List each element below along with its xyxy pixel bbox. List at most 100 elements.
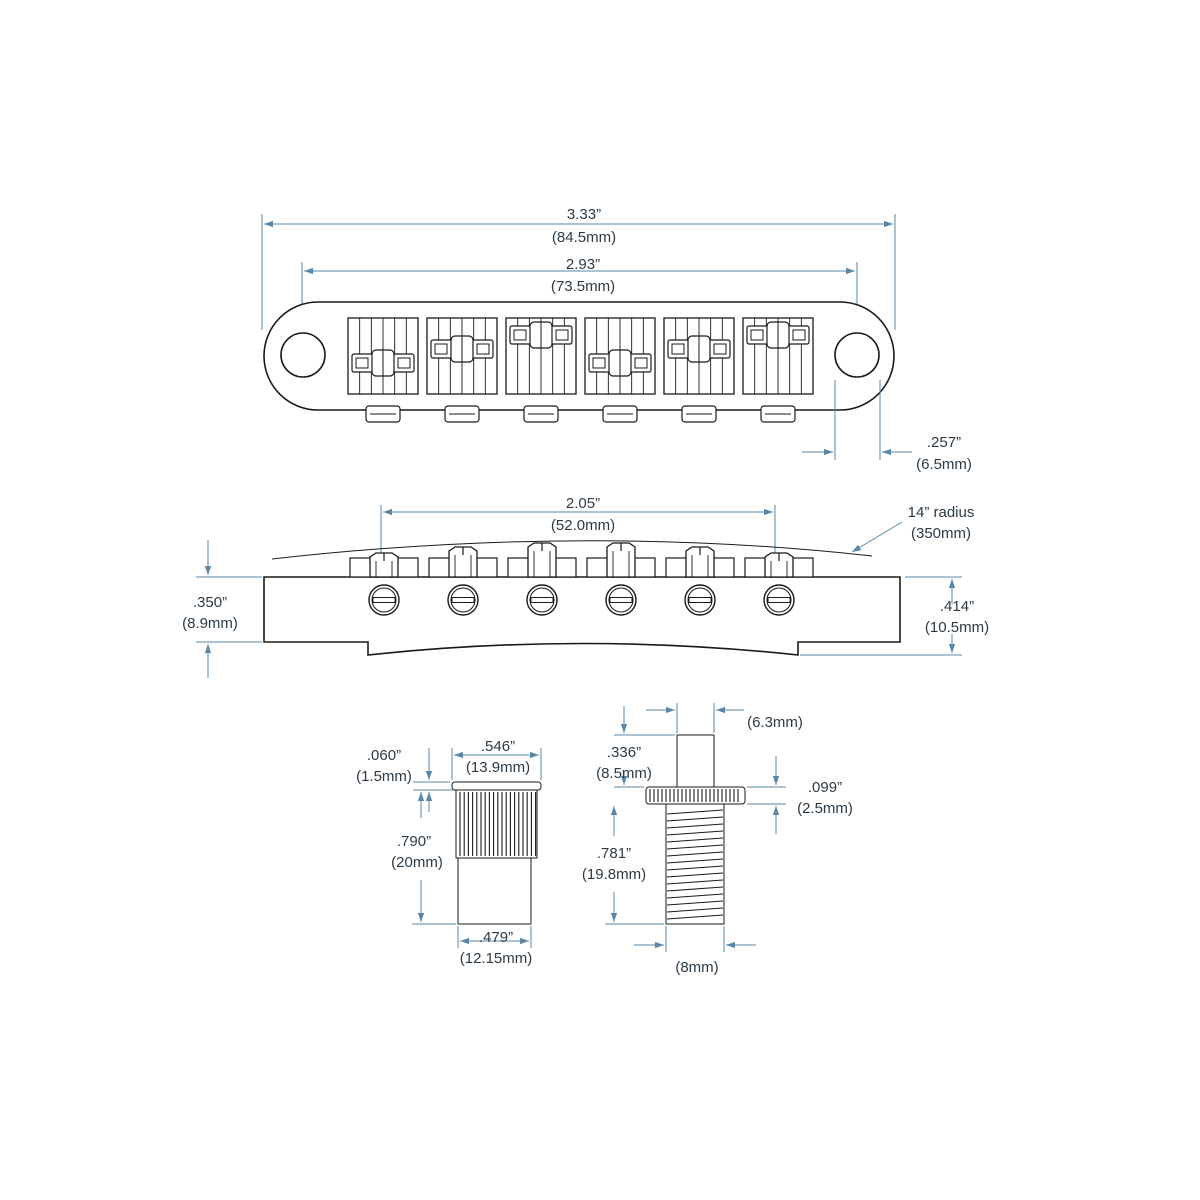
stud-thread-length-mm: (19.8mm) bbox=[582, 866, 646, 883]
string-spread-mm: (52.0mm) bbox=[551, 517, 615, 534]
front-saddle-crown bbox=[685, 546, 715, 578]
bushing-cap-dimension: .060” (1.5mm) bbox=[356, 747, 454, 812]
stud-top-height-inch: .336” bbox=[607, 744, 641, 761]
front-saddle-crown bbox=[369, 552, 399, 578]
bushing-head-inch: .546” bbox=[481, 738, 515, 755]
front-saddle-crown bbox=[448, 546, 478, 578]
stud-thread-length-dimension: .781” (19.8mm) bbox=[582, 806, 664, 925]
front-screw-slot bbox=[372, 597, 396, 603]
radius-leader bbox=[851, 521, 903, 553]
stud-top-dimension: (6.3mm) bbox=[646, 703, 803, 733]
thread-line bbox=[666, 837, 724, 843]
stud-thread-dia-mm: (8mm) bbox=[675, 959, 718, 976]
string-spread-inch: 2.05” bbox=[566, 495, 600, 512]
stud-top-height-dimension: .336” (8.5mm) bbox=[596, 706, 675, 788]
thread-line bbox=[666, 914, 724, 920]
bushing-knurl-hatch bbox=[459, 792, 537, 856]
bushing-shank-mm: (12.15mm) bbox=[460, 950, 533, 967]
bushing-length-mm: (20mm) bbox=[391, 854, 443, 871]
bridge-body-top bbox=[263, 301, 895, 411]
top-saddle bbox=[426, 317, 498, 423]
thread-line bbox=[666, 879, 724, 885]
string-spread-dimension: 2.05” (52.0mm) bbox=[380, 495, 776, 560]
front-saddle-crown bbox=[527, 542, 557, 578]
front-saddle bbox=[428, 546, 498, 616]
stud-top-height-mm: (8.5mm) bbox=[596, 765, 652, 782]
bushing-shank bbox=[457, 857, 532, 925]
thread-line bbox=[666, 844, 724, 850]
bushing-head-dimension: .546” (13.9mm) bbox=[451, 738, 542, 780]
bushing-shank-dimension: .479” (12.15mm) bbox=[457, 926, 533, 967]
radius-inch: 14” radius bbox=[908, 504, 975, 521]
top-saddle-tab-left bbox=[671, 343, 685, 355]
front-screw-slot bbox=[609, 597, 633, 603]
stud-flange-inch: .099” bbox=[808, 779, 842, 796]
radius-mm: (350mm) bbox=[911, 525, 971, 542]
front-saddle-crown bbox=[606, 542, 636, 578]
bridge-body-front bbox=[263, 576, 901, 656]
stud-thread bbox=[665, 803, 725, 925]
front-saddle bbox=[586, 542, 656, 616]
stud-thread-length-inch: .781” bbox=[597, 845, 631, 862]
thread-line bbox=[666, 872, 724, 878]
top-saddle-tab-right bbox=[476, 343, 490, 355]
top-saddle-tab-right bbox=[397, 357, 411, 369]
top-saddle-tab-right bbox=[634, 357, 648, 369]
thread-line bbox=[666, 830, 724, 836]
hole-diameter-inch: .257” bbox=[927, 434, 961, 451]
thread-line bbox=[666, 865, 724, 871]
top-saddle-tab-left bbox=[434, 343, 448, 355]
bushing-cap-mm: (1.5mm) bbox=[356, 768, 412, 785]
stud-top-post bbox=[676, 734, 715, 788]
post-spacing-mm: (73.5mm) bbox=[551, 278, 615, 295]
front-view: 2.05” (52.0mm) 14” radius (350mm) .350” … bbox=[182, 495, 989, 678]
thread-line bbox=[666, 851, 724, 857]
front-saddle bbox=[349, 552, 419, 616]
top-saddle-tab-left bbox=[750, 329, 764, 341]
left-post-hole bbox=[280, 332, 326, 378]
top-saddle bbox=[742, 317, 814, 423]
overall-length-inch: 3.33” bbox=[567, 206, 601, 223]
front-saddle bbox=[507, 542, 577, 616]
hole-diameter-dimension: .257” (6.5mm) bbox=[802, 380, 972, 473]
body-height-left-mm: (8.9mm) bbox=[182, 615, 238, 632]
bushing-head-mm: (13.9mm) bbox=[466, 759, 530, 776]
front-screw-slot bbox=[688, 597, 712, 603]
thread-line bbox=[666, 809, 724, 815]
top-saddle-tab-left bbox=[592, 357, 606, 369]
top-saddle-tab-left bbox=[355, 357, 369, 369]
stud-flange-dimension: .099” (2.5mm) bbox=[747, 756, 853, 834]
front-saddles bbox=[349, 542, 814, 616]
top-saddle bbox=[663, 317, 735, 423]
stud-flange-knurl bbox=[649, 789, 739, 802]
bushing-length-dimension: .790” (20mm) bbox=[391, 792, 456, 925]
stud-flange-mm: (2.5mm) bbox=[797, 800, 853, 817]
bushing-cap bbox=[451, 781, 542, 791]
bushing-view: .546” (13.9mm) .060” (1.5mm) .790” (20mm… bbox=[356, 738, 542, 967]
bushing-length-inch: .790” bbox=[397, 833, 431, 850]
thread-line bbox=[666, 816, 724, 822]
stud-view: (6.3mm) .336” (8.5mm) .099” (2.5mm) .781… bbox=[582, 703, 853, 976]
thread-line bbox=[666, 900, 724, 906]
front-saddle bbox=[665, 546, 735, 616]
overall-length-mm: (84.5mm) bbox=[552, 229, 616, 246]
body-height-right-inch: .414” bbox=[940, 598, 974, 615]
hole-diameter-mm: (6.5mm) bbox=[916, 456, 972, 473]
top-saddle-tab-left bbox=[513, 329, 527, 341]
thread-line bbox=[666, 893, 724, 899]
top-saddle-tab-right bbox=[555, 329, 569, 341]
overall-length-dimension: 3.33” (84.5mm) bbox=[261, 206, 896, 330]
top-view: 3.33” (84.5mm) 2.93” (73.5mm) .257” (6.5… bbox=[261, 206, 972, 473]
top-saddle bbox=[347, 317, 419, 423]
thread-line bbox=[666, 886, 724, 892]
body-height-right-dimension: .414” (10.5mm) bbox=[800, 576, 989, 656]
bushing-cap-inch: .060” bbox=[367, 747, 401, 764]
post-spacing-dimension: 2.93” (73.5mm) bbox=[301, 256, 858, 345]
post-spacing-inch: 2.93” bbox=[566, 256, 600, 273]
front-screw-slot bbox=[451, 597, 475, 603]
radius-arc bbox=[271, 540, 873, 560]
top-saddle bbox=[505, 317, 577, 423]
top-saddle-tab-right bbox=[792, 329, 806, 341]
thread-line bbox=[666, 858, 724, 864]
